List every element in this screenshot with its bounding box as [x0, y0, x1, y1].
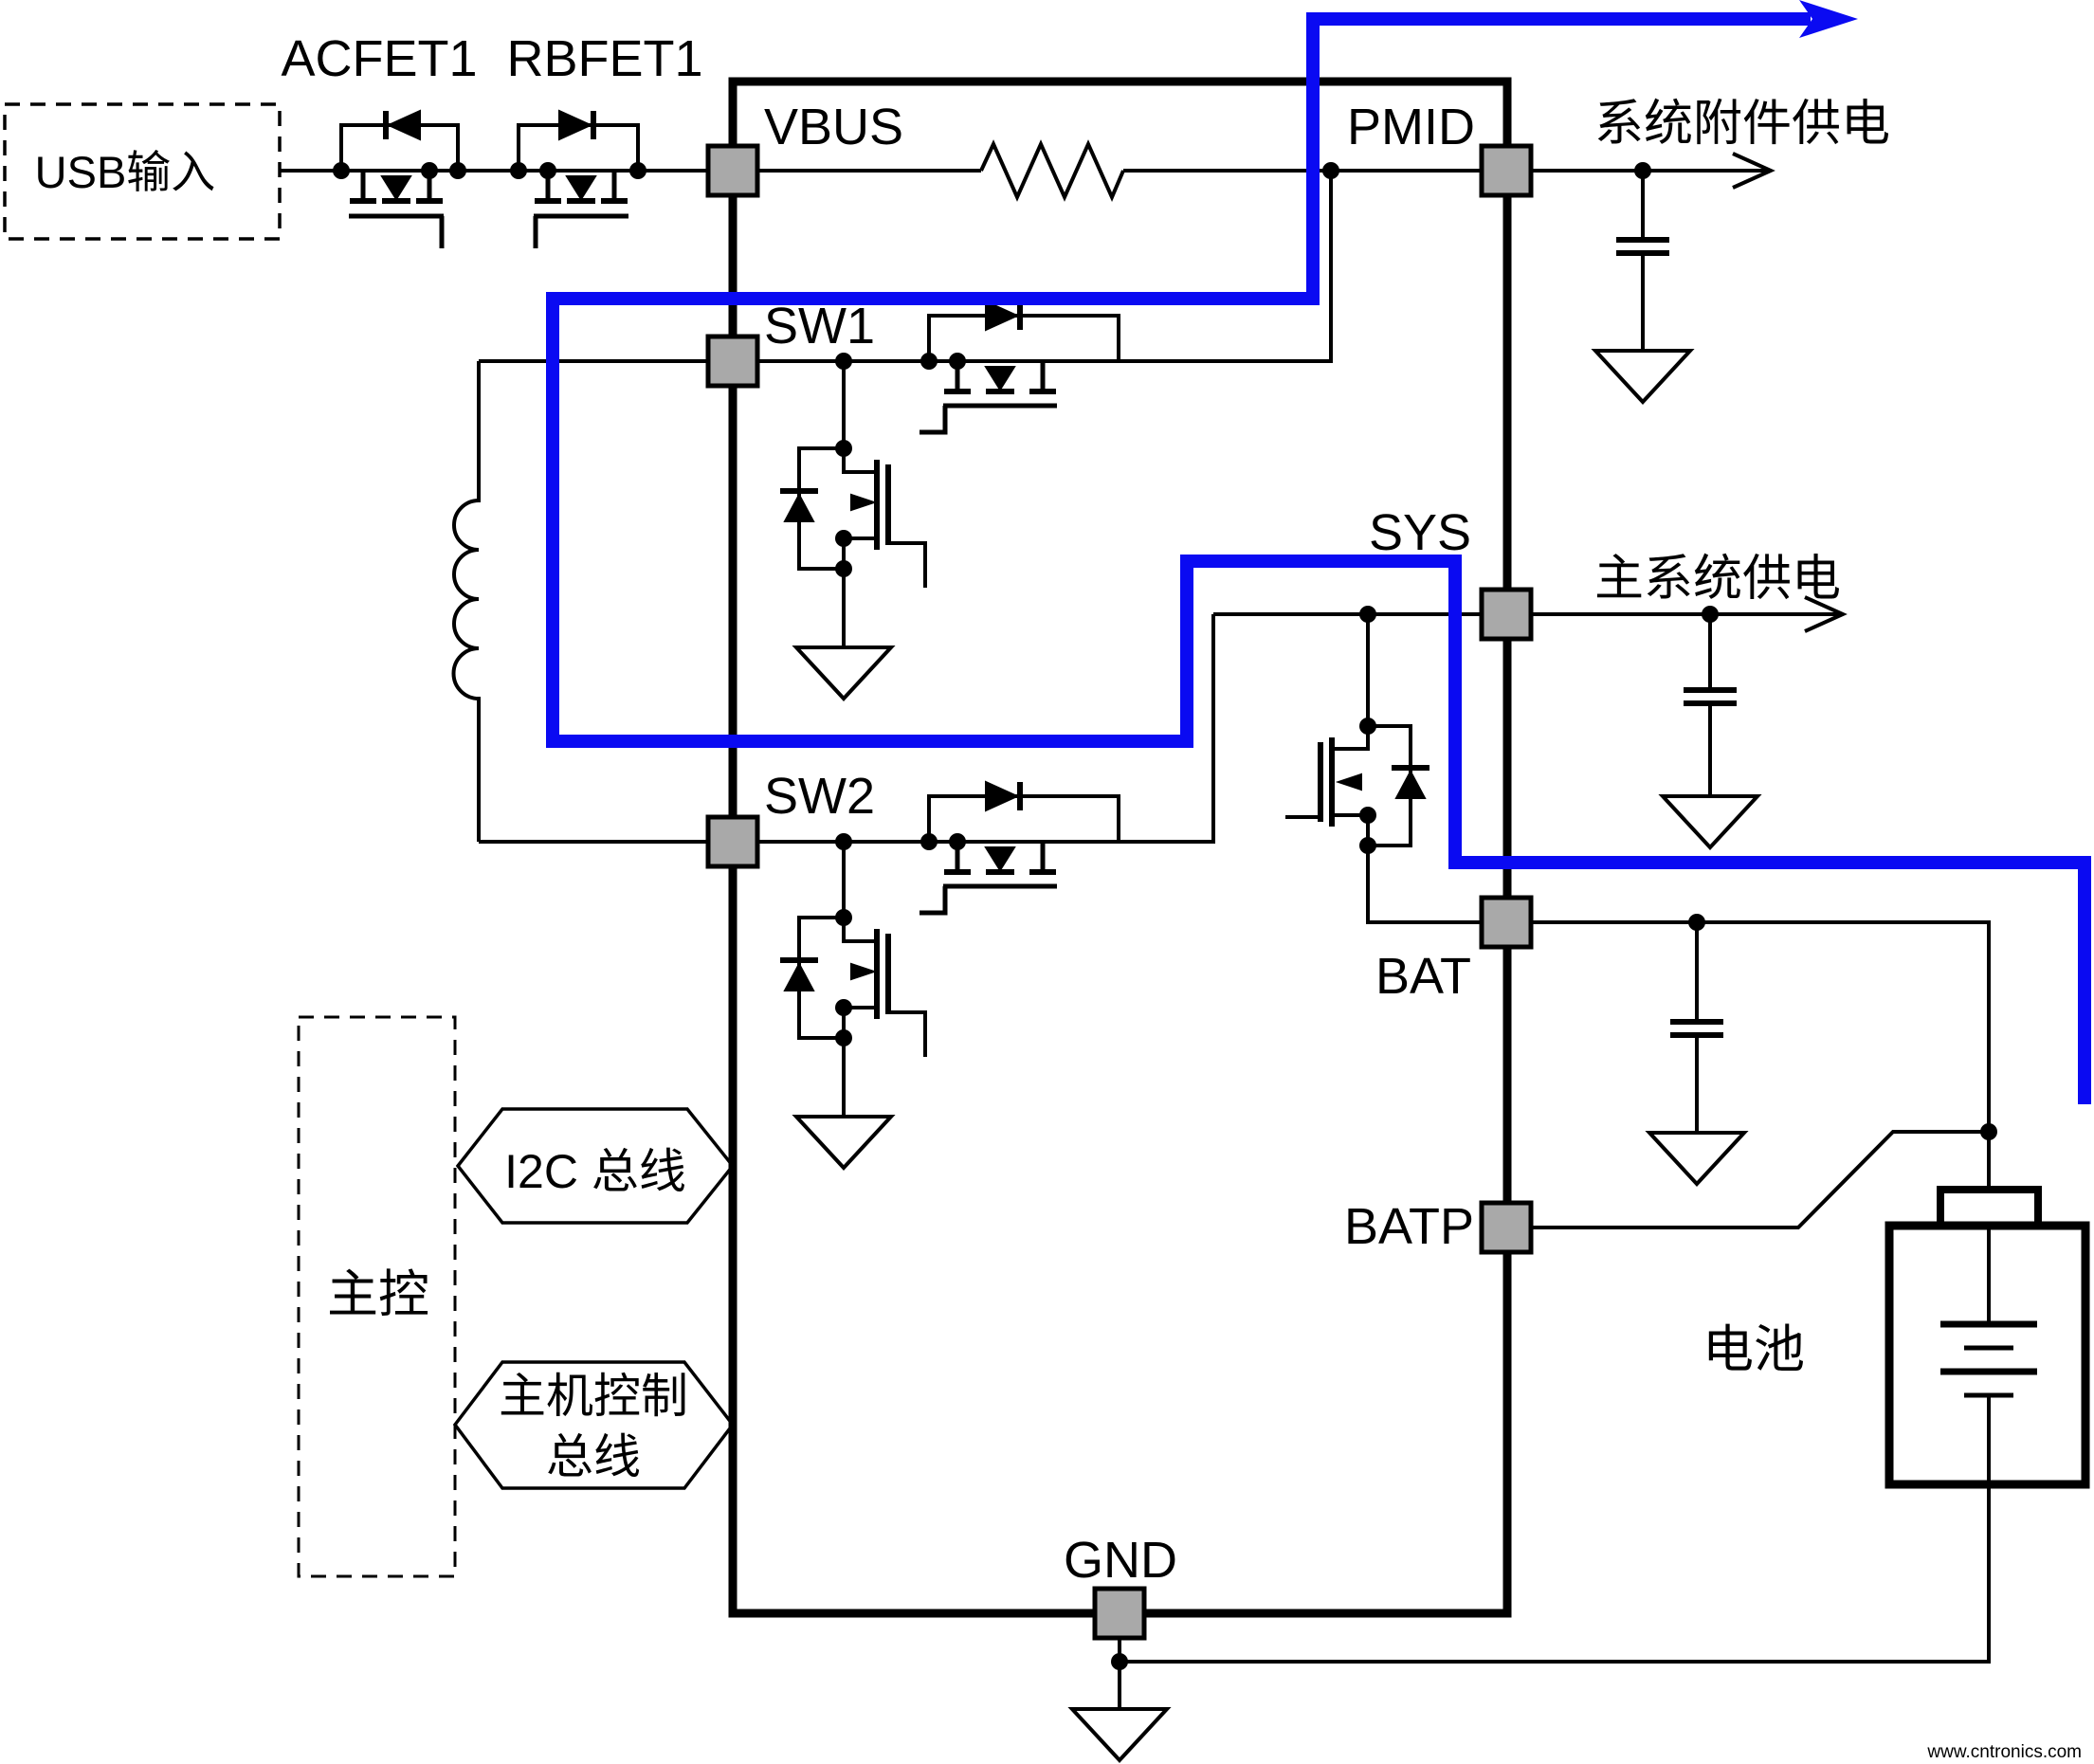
- power-path-line: [546, 12, 2091, 1104]
- pmid-capacitor: [1616, 237, 1669, 256]
- sw2-lowside-wiring: [842, 842, 877, 1117]
- usb-input-label: USB输入: [35, 147, 216, 197]
- sw2-highside-fet: [920, 780, 1057, 916]
- pin-label-sys: SYS: [1369, 504, 1471, 561]
- sys-output-arrow: [1804, 595, 1848, 633]
- rbfet1-gate: [533, 213, 628, 248]
- batfet-arrow: [1335, 773, 1362, 791]
- sw2-pin: [705, 814, 760, 869]
- batfet: [1285, 726, 1429, 827]
- battery-short-plates: [1964, 1345, 2013, 1398]
- sw2-ls-arrow: [850, 962, 878, 981]
- pin-label-sw1: SW1: [764, 298, 875, 355]
- sw2-hs-body-diode: [984, 846, 1016, 872]
- rbfet1-transistor: [533, 109, 628, 248]
- battery-symbol: [1885, 1186, 2090, 1489]
- rbfet1-diode: [558, 109, 593, 141]
- wire-battery-return: [1120, 1484, 1991, 1664]
- sw2-ls-gate-lead: [888, 1010, 927, 1057]
- sw2-lowside-fet: [780, 929, 927, 1057]
- sw1-highside-diode-loop: [927, 314, 1120, 361]
- bat-capacitor: [1670, 1019, 1723, 1038]
- pin-label-vbus: VBUS: [764, 99, 903, 155]
- labels-layer: VBUS SW1 SW2 PMID SYS BAT BATP GND ACFET…: [35, 30, 1890, 1589]
- batfet-diode: [1394, 769, 1427, 799]
- host-control-bus-label-line2: 总线: [546, 1430, 641, 1483]
- pin-label-pmid: PMID: [1347, 99, 1475, 155]
- i2c-bus-label: I2C 总线: [504, 1145, 686, 1198]
- sw1-pin: [705, 334, 760, 389]
- sw2-hs-gate: [920, 883, 1057, 916]
- host-controller-label: 主控: [327, 1266, 429, 1323]
- acfet1-body-diode: [380, 175, 412, 201]
- acfet1-gate: [349, 213, 445, 248]
- rbfet1-body-diode: [565, 175, 597, 201]
- sw1-highside-fet: [920, 300, 1057, 435]
- sys-pin: [1479, 587, 1534, 642]
- bat-pin: [1479, 895, 1534, 950]
- sys-capacitor: [1684, 687, 1737, 706]
- accessory-supply-label: 系统附件供电: [1594, 97, 1890, 152]
- sw2-hs-diode: [985, 780, 1020, 812]
- capacitors: [1616, 237, 1737, 1038]
- sw2-ls-diode: [783, 961, 815, 991]
- junction-dots: [333, 162, 1997, 1670]
- battery-long-plates: [1940, 1320, 2037, 1375]
- pmid-pin: [1479, 143, 1534, 198]
- pmid-cap-ground-icon: [1591, 349, 1695, 405]
- pin-label-gnd: GND: [1064, 1532, 1177, 1589]
- watermark: www.cntronics.com: [1926, 1742, 2082, 1762]
- sw1-ls-diode: [783, 492, 815, 522]
- host-controller-box: [297, 1015, 457, 1578]
- sw1-lowside-fet: [780, 460, 927, 588]
- wire-batp: [1532, 1130, 1989, 1229]
- gnd-pin: [1092, 1586, 1147, 1641]
- pin-label-bat: BAT: [1375, 948, 1471, 1005]
- resistor: [979, 139, 1125, 202]
- sw1-ground-icon: [792, 646, 896, 701]
- acfet1-label: ACFET1: [281, 30, 477, 87]
- wire-sw2-to-sys: [758, 614, 1215, 844]
- pmid-output-arrow: [1732, 152, 1775, 190]
- wires: [280, 123, 1991, 1709]
- ic-pins: [705, 143, 1534, 1641]
- sw1-hs-diode: [985, 300, 1020, 332]
- battery-terminal-cap: [1937, 1186, 2042, 1229]
- usb-input-box: [3, 102, 282, 241]
- pin-label-batp: BATP: [1344, 1198, 1474, 1255]
- host-control-bus-label-line1: 主机控制: [499, 1370, 688, 1423]
- wire-bat-to-battery: [1532, 920, 1991, 1190]
- acfet1-diode-loop: [339, 123, 460, 171]
- sw1-lowside-wiring: [842, 361, 877, 647]
- power-path-arrowhead: [1799, 0, 1858, 38]
- acfet1-diode: [386, 109, 421, 141]
- sys-cap-ground-icon: [1658, 794, 1762, 850]
- sw2-ground-icon: [792, 1115, 896, 1171]
- sw1-hs-body-diode: [984, 366, 1016, 391]
- sw1-hs-gate: [920, 403, 1057, 435]
- acfet1-transistor: [349, 109, 445, 248]
- ground-symbols: [792, 349, 1762, 1763]
- pin-label-sw2: SW2: [764, 768, 875, 825]
- inductor: [451, 361, 481, 842]
- sw2-highside-diode-loop: [927, 794, 1120, 842]
- sw1-ls-arrow: [850, 493, 878, 512]
- batp-pin: [1479, 1200, 1534, 1255]
- rbfet1-label: RBFET1: [506, 30, 702, 87]
- bat-cap-ground-icon: [1645, 1131, 1749, 1187]
- power-path: [546, 12, 2091, 1104]
- gnd-pin-ground-icon: [1067, 1707, 1172, 1763]
- main-system-supply-label: 主系统供电: [1594, 552, 1841, 607]
- battery-label: 电池: [1703, 1321, 1805, 1378]
- sw1-ls-gate-lead: [888, 541, 927, 588]
- rbfet1-diode-loop: [517, 123, 640, 171]
- vbus-pin: [705, 143, 760, 198]
- batfet-stubs: [1332, 726, 1370, 817]
